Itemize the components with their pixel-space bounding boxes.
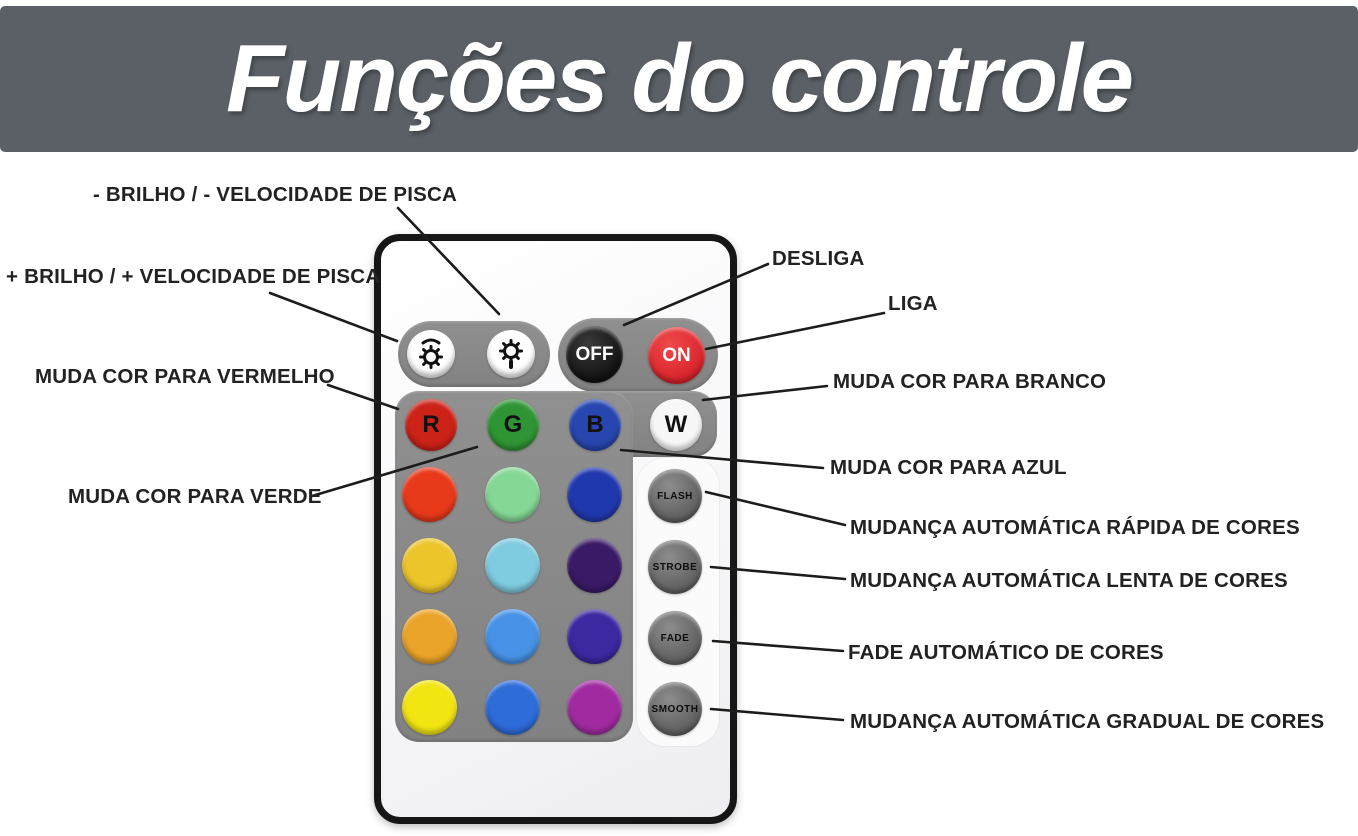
label-on: LIGA (888, 292, 938, 315)
label-smooth: MUDANÇA AUTOMÁTICA GRADUAL DE CORES (850, 710, 1325, 733)
brightness-down-icon (499, 339, 523, 369)
brightness-up-button[interactable] (407, 330, 455, 378)
flash-button[interactable]: FLASH (648, 469, 702, 523)
label-white: MUDA COR PARA BRANCO (833, 370, 1107, 393)
green-button[interactable]: G (487, 399, 539, 451)
label-brightness-up: + BRILHO / + VELOCIDADE DE PISCA (6, 265, 381, 288)
color-button[interactable] (485, 680, 540, 735)
label-brightness-down: - BRILHO / - VELOCIDADE DE PISCA (93, 183, 458, 206)
color-button[interactable] (402, 680, 457, 735)
label-off: DESLIGA (772, 247, 865, 270)
color-button[interactable] (485, 609, 540, 664)
brightness-down-button[interactable] (487, 330, 535, 378)
label-flash: MUDANÇA AUTOMÁTICA RÁPIDA DE CORES (850, 516, 1300, 539)
header-banner: Funções do controle (0, 6, 1358, 152)
label-fade: FADE AUTOMÁTICO DE CORES (848, 641, 1164, 664)
label-green: MUDA COR PARA VERDE (68, 485, 322, 508)
fade-button[interactable]: FADE (648, 611, 702, 665)
label-blue: MUDA COR PARA AZUL (830, 456, 1067, 479)
white-button[interactable]: W (650, 399, 702, 451)
brightness-up-icon (419, 338, 443, 369)
color-button[interactable] (567, 467, 622, 522)
on-button[interactable]: ON (648, 327, 705, 384)
strobe-button[interactable]: STROBE (648, 540, 702, 594)
color-button[interactable] (485, 467, 540, 522)
label-red: MUDA COR PARA VERMELHO (35, 365, 335, 388)
color-button[interactable] (402, 467, 457, 522)
page-title: Funções do controle (225, 25, 1134, 132)
color-button[interactable] (567, 680, 622, 735)
off-button[interactable]: OFF (566, 326, 623, 383)
blue-button[interactable]: B (569, 399, 621, 451)
color-button[interactable] (402, 538, 457, 593)
color-button[interactable] (567, 538, 622, 593)
smooth-button[interactable]: SMOOTH (648, 682, 702, 736)
red-button[interactable]: R (405, 399, 457, 451)
label-strobe: MUDANÇA AUTOMÁTICA LENTA DE CORES (850, 569, 1288, 592)
color-button[interactable] (402, 609, 457, 664)
color-button[interactable] (485, 538, 540, 593)
color-button[interactable] (567, 609, 622, 664)
